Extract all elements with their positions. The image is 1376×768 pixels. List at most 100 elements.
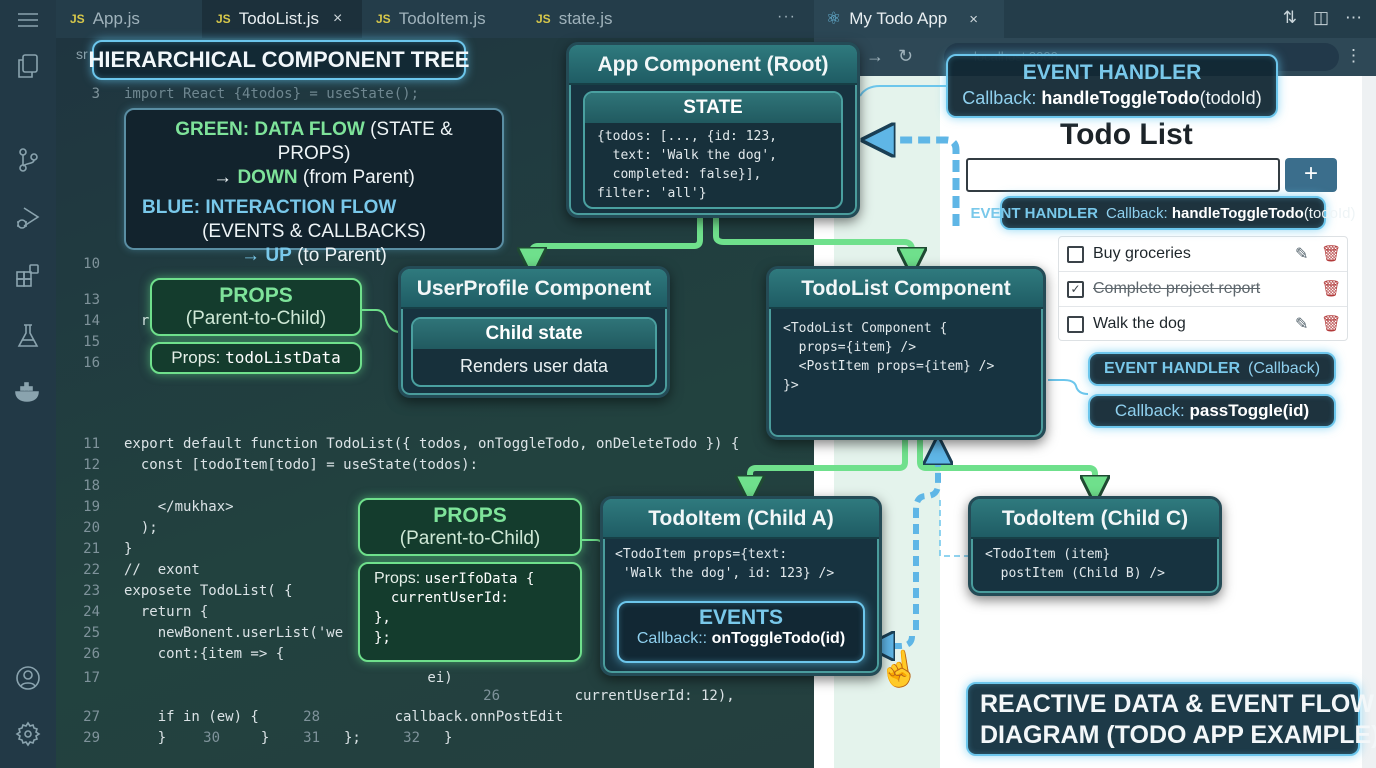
files-icon[interactable] (14, 52, 42, 80)
code-text: r (124, 313, 150, 329)
trash-icon[interactable]: 🗑 (1321, 316, 1342, 333)
trash-icon[interactable]: 🗑 (1321, 281, 1342, 298)
line-number: 23 (83, 583, 100, 599)
props-line: userIfoData { (424, 571, 535, 587)
props-value: todoListData (225, 348, 341, 367)
callback-fn: handleToggleTodo (1041, 88, 1200, 108)
props-subtitle: (Parent-to-Child) (399, 528, 541, 549)
code-line: 19 </mukhax> (56, 499, 233, 520)
new-todo-input[interactable] (966, 158, 1280, 192)
event-handler-title: EVENT HANDLER (1103, 360, 1240, 377)
legend-down-label: DOWN (237, 167, 298, 188)
settings-icon[interactable] (14, 720, 42, 748)
child-state-body: Renders user data (459, 356, 609, 376)
line-number: 14 (83, 313, 100, 329)
legend-panel: GREEN: DATA FLOW (STATE & PROPS) → DOWN … (124, 108, 504, 266)
child-a-title: TodoItem (Child A) (603, 499, 879, 539)
event-handler-title: EVENT HANDLER (970, 204, 1098, 222)
menu-icon[interactable] (14, 6, 42, 34)
code-line: text: 'Walk the dog', (597, 148, 778, 163)
line-number: 15 (83, 334, 100, 350)
todo-item: Buy groceries ✎ 🗑 (1059, 237, 1347, 272)
scrollbar[interactable] (1362, 76, 1376, 768)
todo-text: Complete project report (1093, 280, 1261, 297)
todolist-component-title: TodoList Component (769, 269, 1043, 309)
compare-icon[interactable]: ⇅ (1282, 8, 1297, 27)
todo-checkbox[interactable] (1067, 246, 1084, 263)
account-icon[interactable] (14, 664, 42, 692)
todo-text: Walk the dog (1093, 315, 1186, 332)
event-handler-top: EVENT HANDLER Callback: handleToggleTodo… (946, 54, 1278, 118)
tab-label: state.js (558, 9, 613, 28)
props-line: }; (374, 630, 391, 646)
app-component-node: App Component (Root) STATE {todos: [...,… (566, 42, 860, 218)
callback-fn: handleToggleTodo (1171, 204, 1304, 222)
callback-args: (todoId) (1199, 88, 1262, 108)
edit-icon[interactable]: ✎ (1295, 246, 1309, 263)
props-top-value-box: Props: todoListData (150, 342, 362, 374)
code-line: }> (783, 378, 799, 393)
code-text: newBonent.userList('we (124, 625, 344, 641)
activity-bar (0, 0, 56, 768)
tab-todolist-js[interactable]: JS TodoList.js × (202, 0, 362, 38)
add-todo-button[interactable]: + (1285, 158, 1337, 192)
callback-prefix: Callback: (1106, 204, 1168, 222)
child-c-title: TodoItem (Child C) (971, 499, 1219, 539)
code-text: cont:{item => { (124, 646, 285, 662)
line-number: 19 (83, 499, 100, 515)
code-text: return { (124, 604, 209, 620)
caption-line: REACTIVE DATA & EVENT FLOW (980, 690, 1374, 718)
forward-icon[interactable]: → (866, 46, 884, 66)
code-line: 15 (56, 334, 124, 355)
line-number: 10 (83, 256, 100, 272)
todo-checkbox[interactable] (1067, 316, 1084, 333)
trash-icon[interactable]: 🗑 (1321, 246, 1342, 263)
legend-down-note: (from Parent) (302, 167, 415, 188)
todo-checkbox-checked[interactable]: ✓ (1067, 281, 1084, 298)
line-number: 12 (83, 457, 100, 473)
code-line: <TodoItem (item} (985, 547, 1111, 562)
pass-toggle-box: Callback: passToggle(id) (1088, 394, 1336, 428)
more-icon[interactable]: ⋯ (1345, 8, 1362, 27)
callback-fn: onToggleTodo(id) (711, 630, 846, 647)
more-actions-icon[interactable]: ··· (777, 8, 796, 25)
docker-icon[interactable] (14, 378, 42, 406)
browser-tab[interactable]: ⚛ My Todo App × (814, 0, 1004, 38)
line-number: 27 (83, 709, 100, 725)
code-line: 29 } (56, 730, 166, 751)
diagram-caption: REACTIVE DATA & EVENT FLOW DIAGRAM (TODO… (966, 682, 1376, 756)
props-line: }, (374, 610, 391, 626)
split-view-icon[interactable]: ◫ (1312, 8, 1329, 27)
close-icon[interactable]: × (969, 10, 978, 28)
code-text: callback.onnPostEdit (344, 709, 564, 725)
callback-prefix: Callback:: (636, 630, 708, 647)
callback-fn: passToggle(id) (1189, 401, 1310, 420)
js-file-icon: JS (70, 12, 85, 26)
reload-icon[interactable]: ↻ (898, 46, 914, 66)
code-line: 27 if in (ew) { (56, 709, 259, 730)
caption-line: DIAGRAM (TODO APP EXAMPLE) (980, 721, 1376, 749)
edit-icon[interactable]: ✎ (1295, 316, 1309, 333)
userprofile-component-node: UserProfile Component Child state Render… (398, 266, 670, 398)
props-title: PROPS (433, 504, 507, 527)
line-number: 16 (83, 355, 100, 371)
todo-app-title: Todo List (1060, 118, 1193, 151)
tab-state-js[interactable]: JS state.js (522, 0, 652, 38)
tab-todoitem-js[interactable]: JS TodoItem.js (362, 0, 522, 38)
extensions-icon[interactable] (14, 262, 42, 290)
todoitem-child-c-node: TodoItem (Child C) <TodoItem (item} post… (968, 496, 1222, 596)
code-text: import React {4todos} = useState(); (124, 86, 420, 102)
child-state-title: Child state (413, 319, 655, 349)
browser-tab-bar: ⚛ My Todo App × ⇅ ◫ ⋯ (814, 0, 1376, 38)
tab-app-js[interactable]: JS App.js (56, 0, 202, 38)
code-line: 10 (56, 256, 124, 277)
browser-menu-icon[interactable]: ⋮ (1345, 46, 1362, 65)
code-line: 12 const [todoItem[todo] = useState(todo… (56, 457, 478, 478)
run-debug-icon[interactable] (14, 204, 42, 232)
line-number: 3 (91, 86, 100, 102)
code-line: 'Walk the dog', id: 123} /> (615, 566, 835, 581)
source-control-icon[interactable] (14, 146, 42, 174)
close-icon[interactable]: × (333, 10, 343, 27)
testing-icon[interactable] (14, 322, 42, 350)
